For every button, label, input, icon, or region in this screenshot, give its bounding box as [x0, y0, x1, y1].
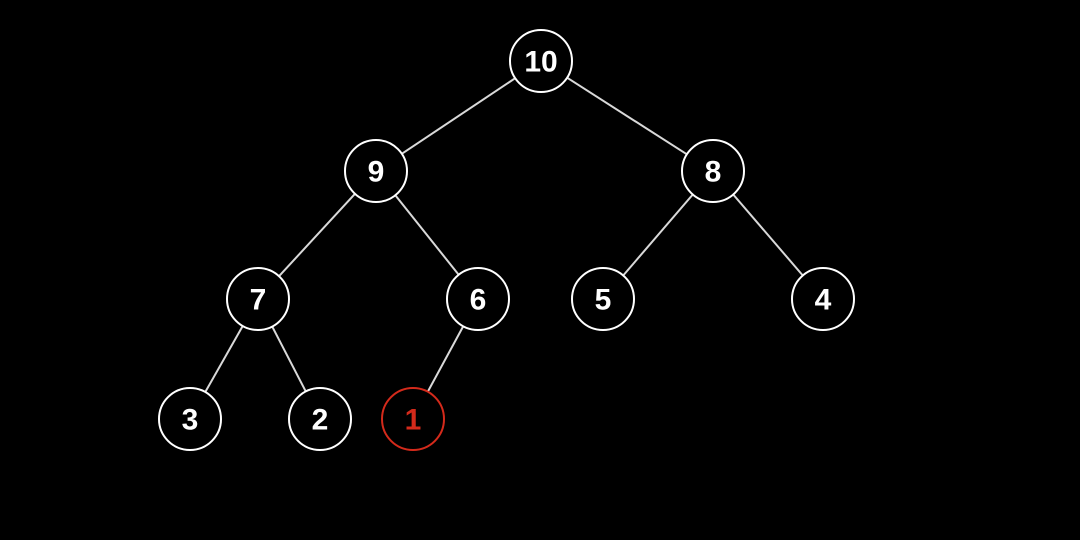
tree-node-n9: 9 [344, 139, 408, 203]
tree-edge-n9-n6 [394, 194, 460, 276]
tree-node-n1: 1 [381, 387, 445, 451]
node-circle [571, 267, 635, 331]
tree-node-n7: 7 [226, 267, 290, 331]
tree-edge-n8-n4 [732, 193, 804, 277]
node-label: 4 [815, 284, 832, 317]
node-circle [158, 387, 222, 451]
node-circle [288, 387, 352, 451]
edges-layer [204, 76, 804, 393]
node-label: 7 [250, 284, 267, 317]
node-circle [381, 387, 445, 451]
tree-node-n8: 8 [681, 139, 745, 203]
node-label: 1 [405, 404, 422, 437]
tree-edge-n8-n5 [622, 193, 694, 277]
tree-node-n5: 5 [571, 267, 635, 331]
node-label: 5 [595, 284, 612, 317]
node-label: 10 [524, 46, 557, 79]
tree-node-n6: 6 [446, 267, 510, 331]
node-label: 8 [705, 156, 722, 189]
tree-edge-n9-n7 [278, 193, 356, 277]
tree-edge-n10-n9 [401, 77, 516, 155]
node-label: 3 [182, 404, 199, 437]
tree-node-n10: 10 [509, 29, 573, 93]
tree-edge-n10-n8 [566, 76, 688, 156]
tree-edge-n6-n1 [426, 325, 465, 393]
tree-node-n4: 4 [791, 267, 855, 331]
node-circle [226, 267, 290, 331]
tree-edge-n7-n3 [204, 325, 244, 393]
node-circle [681, 139, 745, 203]
node-label: 9 [368, 156, 385, 189]
tree-node-n2: 2 [288, 387, 352, 451]
nodes-layer: 10 9 8 7 6 5 4 3 2 1 [158, 29, 855, 451]
node-circle [446, 267, 510, 331]
node-circle [791, 267, 855, 331]
node-circle [509, 29, 573, 93]
tree-edge-n7-n2 [271, 326, 307, 392]
node-circle [344, 139, 408, 203]
tree-node-n3: 3 [158, 387, 222, 451]
node-label: 2 [312, 404, 329, 437]
node-label: 6 [470, 284, 487, 317]
